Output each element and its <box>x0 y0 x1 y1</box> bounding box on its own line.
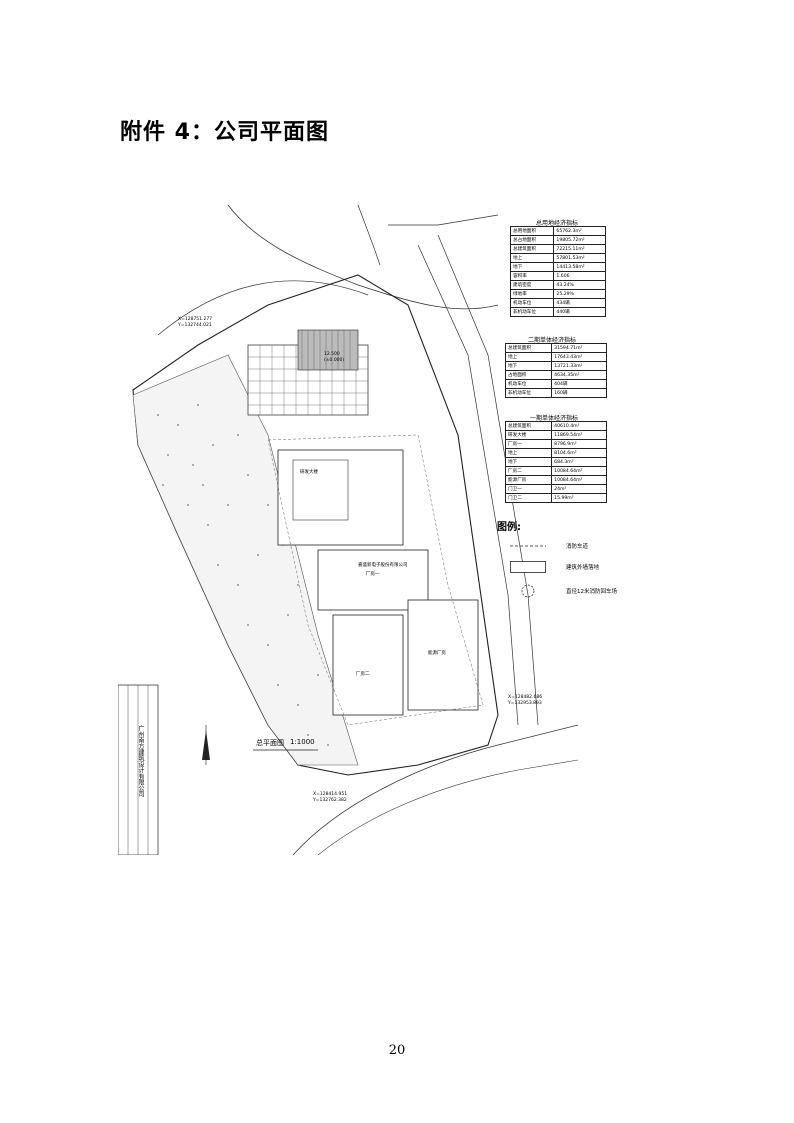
table-cell: 13721.33m² <box>551 361 607 371</box>
table-cell: 总建筑面积 <box>509 244 555 254</box>
coordinate-label: X=128414.951 <box>313 792 348 797</box>
table-cell: 25.29% <box>553 289 606 299</box>
design-institute-name: 广州南方建筑设计有限公司 <box>137 725 144 797</box>
table-cell: 总占地面积 <box>509 235 555 245</box>
building-label-energy: 能源厂房 <box>428 651 446 656</box>
table-cell: 24m² <box>551 484 607 494</box>
table-cell: 440辆 <box>553 307 606 317</box>
table-cell: 8104.6m² <box>551 448 607 458</box>
table-cell: 绿地率 <box>509 289 555 299</box>
table-cell: 1.606 <box>553 271 606 281</box>
building-label-company: 嘉盛新电子股份有限公司 <box>358 563 408 568</box>
table-cell: 建筑密度 <box>509 280 555 290</box>
scale-ratio: 1:1000 <box>290 738 315 746</box>
legend-label: 直径12米消防回车场 <box>566 589 617 595</box>
table-cell: 地下 <box>509 262 555 272</box>
legend-label: 建筑外墙落地 <box>566 565 600 571</box>
site-plan-drawing <box>117 204 579 856</box>
table-cell: 434辆 <box>553 298 606 308</box>
table-cell: 地下 <box>504 361 553 371</box>
table-cell: 14413.58m² <box>553 262 606 272</box>
table-cell: 机动车位 <box>509 298 555 308</box>
table-cell: 15.99m² <box>551 493 607 503</box>
table-cell: 65762.3m² <box>553 226 606 236</box>
scale-title: 总平面图 <box>256 739 284 747</box>
table-cell: 31594.71m² <box>551 343 607 353</box>
building-label-rd: 研发大楼 <box>300 470 318 475</box>
phase2-table-title: 二期单体经济指标 <box>528 337 577 344</box>
table-cell: 40610.4m² <box>551 421 607 431</box>
legend-title: 图例: <box>497 522 521 533</box>
table-cell: 占地面积 <box>504 370 553 380</box>
elevation-label: (±0.000) <box>324 358 345 363</box>
table-cell: 10084.64m² <box>551 475 607 485</box>
page-heading: 附件 4：公司平面图 <box>120 120 329 145</box>
table-cell: 17643.43m² <box>551 352 607 362</box>
page-number: 20 <box>388 1043 406 1058</box>
table-cell: 门卫一 <box>504 484 553 494</box>
coordinate-label: Y=132762.382 <box>313 798 347 803</box>
overall-table-title: 总用地经济指标 <box>536 220 579 227</box>
table-cell: 地上 <box>504 352 553 362</box>
table-cell: 能源厂房 <box>504 475 553 485</box>
table-cell: 57801.53m² <box>553 253 606 263</box>
table-cell: 门卫二 <box>504 493 553 503</box>
legend-item-turnaround: 直径12米消防回车场 <box>510 584 617 598</box>
table-cell: 404辆 <box>551 379 607 389</box>
legend-label: 消防车道 <box>566 544 589 550</box>
table-cell: 11869.54m² <box>551 430 607 440</box>
table-cell: 43.24% <box>553 280 606 290</box>
table-cell: 研发大楼 <box>504 430 553 440</box>
table-cell: 8796.9m² <box>551 439 607 449</box>
table-cell: 4634.35m² <box>551 370 607 380</box>
coordinate-label: X=128482.686 <box>508 695 543 700</box>
dashed-line-icon <box>510 545 546 547</box>
legend-item-fire-lane: 消防车道 <box>510 543 588 550</box>
table-cell: 72215.11m² <box>553 244 606 254</box>
table-cell: 10084.64m² <box>551 466 607 476</box>
coordinate-label: Y=132953.893 <box>508 701 542 706</box>
table-cell: 厂房二 <box>504 466 553 476</box>
table-cell: 地上 <box>509 253 555 263</box>
phase1-table-title: 一期单体经济指标 <box>530 415 579 422</box>
legend-item-building-wall: 建筑外墙落地 <box>510 561 599 573</box>
dashed-circle-icon <box>521 584 535 598</box>
table-cell: 总建筑面积 <box>504 421 553 431</box>
table-cell: 厂房一 <box>504 439 553 449</box>
rectangle-icon <box>510 561 546 573</box>
coordinate-label: X=128751.277 <box>178 317 213 322</box>
table-cell: 684.3m² <box>551 457 607 467</box>
table-cell: 地下 <box>504 457 553 467</box>
table-cell: 19805.72m² <box>553 235 606 245</box>
building-label-plant-1: 厂房一 <box>366 572 380 577</box>
table-cell: 容积率 <box>509 271 555 281</box>
table-cell: 总用地面积 <box>509 226 555 236</box>
building-label-plant-2: 厂房二 <box>356 672 370 677</box>
elevation-label: 12.500 <box>324 352 340 357</box>
table-cell: 160辆 <box>551 388 607 398</box>
table-cell: 总建筑面积 <box>504 343 553 353</box>
table-cell: 非机动车位 <box>504 388 553 398</box>
site-plan: X=128751.277 Y=132744.021 研发大楼 嘉盛新电子股份有限… <box>117 204 579 856</box>
table-cell: 机动车位 <box>504 379 553 389</box>
table-cell: 地上 <box>504 448 553 458</box>
table-cell: 非机动车位 <box>509 307 555 317</box>
coordinate-label: Y=132744.021 <box>178 323 212 328</box>
